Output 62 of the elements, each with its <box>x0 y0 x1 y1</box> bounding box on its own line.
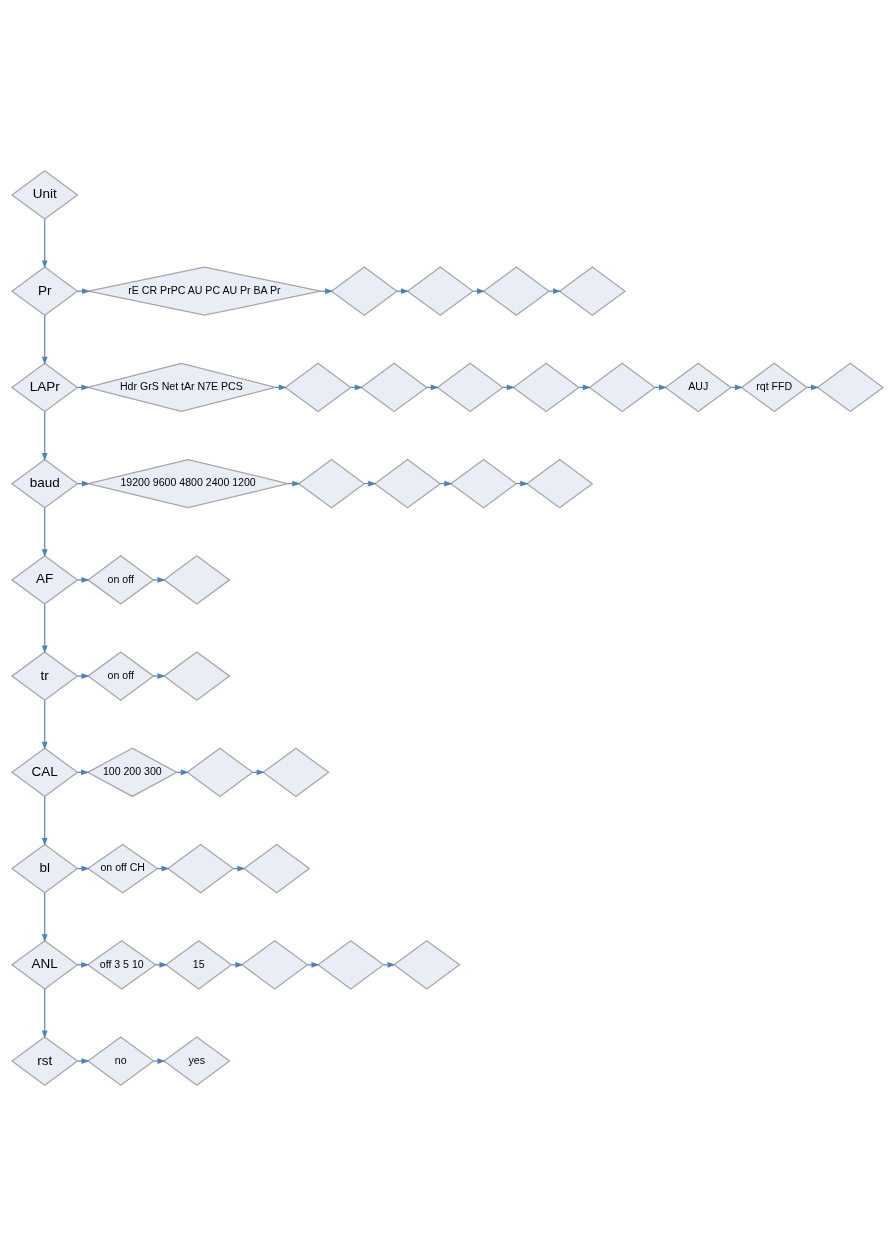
node-diamond <box>436 362 504 413</box>
arrow <box>41 892 48 943</box>
node-diamond <box>297 458 366 509</box>
node-diamond: CAL <box>10 747 79 798</box>
arrow <box>153 577 166 583</box>
arrow <box>153 673 166 679</box>
node-diamond <box>393 940 461 990</box>
node-diamond: no <box>87 1036 155 1086</box>
arrow <box>41 314 48 365</box>
node-diamond <box>284 362 352 413</box>
node-diamond: 19200 9600 4800 2400 1200 <box>87 458 289 509</box>
node-diamond <box>512 362 580 413</box>
node-diamond: rE CR PrPC AU PC AU Pr BA Pr <box>87 266 322 316</box>
node-diamond: Unit <box>10 170 79 220</box>
arrow <box>153 1058 166 1064</box>
arrow <box>41 218 48 269</box>
node-diamond <box>240 940 309 990</box>
node-diamond: LAPr <box>10 362 79 413</box>
node-diamond <box>163 555 231 605</box>
node-diamond: Pr <box>10 266 79 316</box>
node-diamond: on off <box>87 651 155 701</box>
node-diamond <box>588 362 656 413</box>
node-diamond <box>262 747 330 798</box>
node-diamond: rqt FFD <box>740 362 808 413</box>
node-diamond <box>449 458 518 509</box>
arrow <box>77 673 90 679</box>
arrow <box>77 577 90 583</box>
node-diamond: 100 200 300 <box>86 747 179 798</box>
node-diamond: tr <box>10 651 79 701</box>
node-diamond <box>406 266 475 316</box>
node-diamond: on off <box>87 555 155 605</box>
node-diamond <box>373 458 442 509</box>
node-diamond: off 3 5 10 <box>86 940 157 990</box>
node-diamond: AF <box>10 555 79 605</box>
node-diamond <box>166 843 235 894</box>
arrow <box>41 796 48 846</box>
arrow <box>41 507 48 558</box>
arrow <box>41 699 48 750</box>
node-diamond <box>242 843 311 894</box>
arrow <box>41 988 48 1039</box>
arrow <box>76 480 91 487</box>
node-diamond <box>330 266 399 316</box>
node-diamond: yes <box>163 1036 231 1086</box>
node-diamond: 15 <box>164 940 233 990</box>
arrow <box>41 411 48 462</box>
arrow <box>77 1058 90 1064</box>
node-diamond: Hdr GrS Net tAr N7E PCS <box>86 362 276 413</box>
node-diamond <box>186 747 254 798</box>
node-diamond <box>816 362 885 413</box>
node-diamond <box>163 651 231 701</box>
node-diamond <box>482 266 551 316</box>
node-diamond <box>558 266 627 316</box>
node-diamond: baud <box>10 458 79 509</box>
node-diamond: rst <box>10 1036 79 1086</box>
node-diamond: bl <box>10 843 79 894</box>
node-diamond <box>525 458 594 509</box>
node-diamond: AUJ <box>664 362 732 413</box>
arrow <box>41 603 48 654</box>
node-diamond <box>317 940 385 990</box>
node-diamond: ANL <box>10 940 79 990</box>
node-diamond <box>360 362 428 413</box>
node-diamond: on off CH <box>86 843 159 894</box>
